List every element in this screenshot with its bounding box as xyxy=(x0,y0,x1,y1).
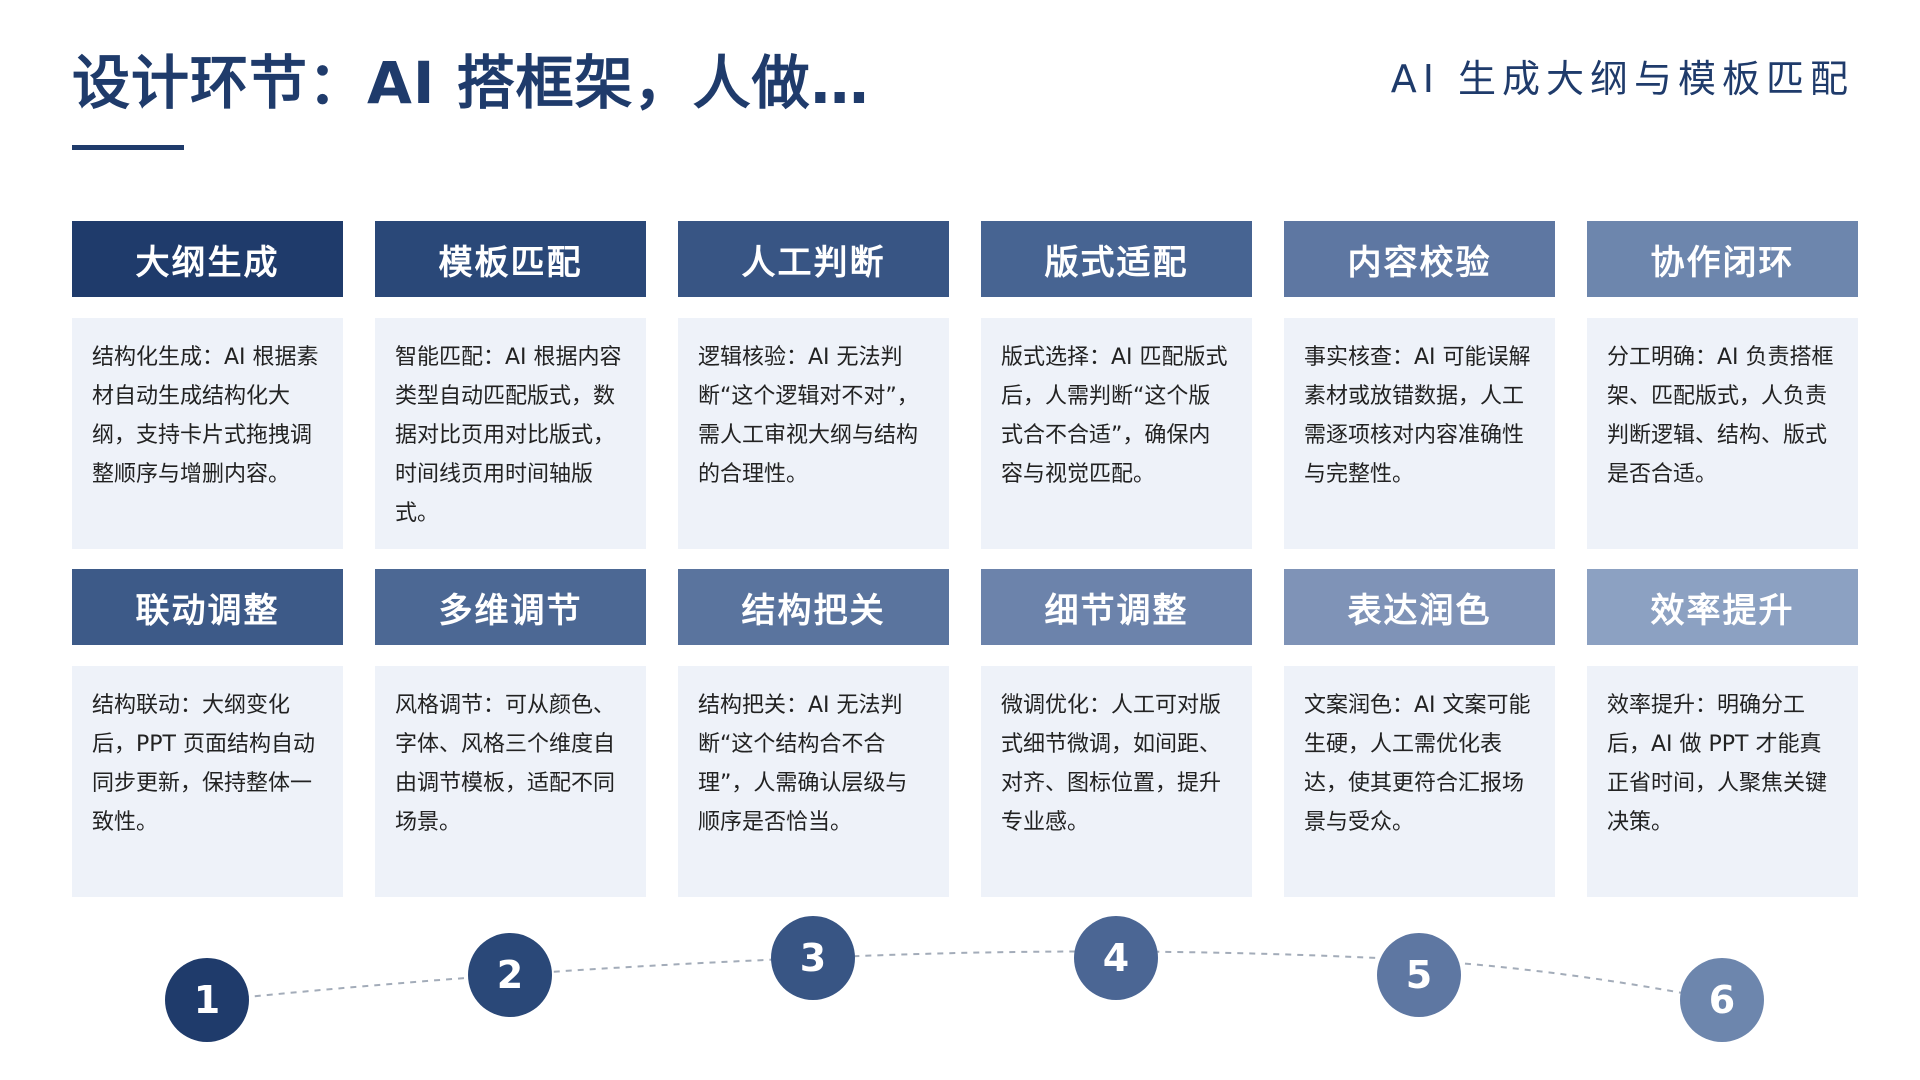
card-title: 效率提升 xyxy=(1587,569,1858,645)
step-card: 人工判断 逻辑核验：AI 无法判断“这个逻辑对不对”，需人工审视大纲与结构的合理… xyxy=(678,221,949,549)
card-text: 风格调节：可从颜色、字体、风格三个维度自由调节模板，适配不同场景。 xyxy=(375,666,646,897)
step-node-1: 1 xyxy=(165,958,249,1042)
step-card: 模板匹配 智能匹配：AI 根据内容类型自动匹配版式，数据对比页用对比版式，时间线… xyxy=(375,221,646,549)
step-node-3: 3 xyxy=(771,916,855,1000)
card-text: 智能匹配：AI 根据内容类型自动匹配版式，数据对比页用对比版式，时间线页用时间轴… xyxy=(375,318,646,549)
card-title: 协作闭环 xyxy=(1587,221,1858,297)
card-title: 表达润色 xyxy=(1284,569,1555,645)
step-card: 版式适配 版式选择：AI 匹配版式后，人需判断“这个版式合不合适”，确保内容与视… xyxy=(981,221,1252,549)
card-title: 联动调整 xyxy=(72,569,343,645)
card-title: 大纲生成 xyxy=(72,221,343,297)
card-title: 版式适配 xyxy=(981,221,1252,297)
step-card: 表达润色 文案润色：AI 文案可能生硬，人工需优化表达，使其更符合汇报场景与受众… xyxy=(1284,569,1555,897)
card-text: 结构把关：AI 无法判断“这个结构合不合理”，人需确认层级与顺序是否恰当。 xyxy=(678,666,949,897)
step-card: 协作闭环 分工明确：AI 负责搭框架、匹配版式，人负责判断逻辑、结构、版式是否合… xyxy=(1587,221,1858,549)
step-node-2: 2 xyxy=(468,933,552,1017)
step-card: 多维调节 风格调节：可从颜色、字体、风格三个维度自由调节模板，适配不同场景。 xyxy=(375,569,646,897)
step-node-4: 4 xyxy=(1074,916,1158,1000)
title-underline xyxy=(72,145,184,150)
card-text: 效率提升：明确分工后，AI 做 PPT 才能真正省时间，人聚焦关键决策。 xyxy=(1587,666,1858,897)
step-timeline: 1 2 3 4 5 6 xyxy=(0,900,1920,1060)
step-card: 效率提升 效率提升：明确分工后，AI 做 PPT 才能真正省时间，人聚焦关键决策… xyxy=(1587,569,1858,897)
card-title: 多维调节 xyxy=(375,569,646,645)
step-card: 大纲生成 结构化生成：AI 根据素材自动生成结构化大纲，支持卡片式拖拽调整顺序与… xyxy=(72,221,343,549)
card-text: 文案润色：AI 文案可能生硬，人工需优化表达，使其更符合汇报场景与受众。 xyxy=(1284,666,1555,897)
card-text: 版式选择：AI 匹配版式后，人需判断“这个版式合不合适”，确保内容与视觉匹配。 xyxy=(981,318,1252,549)
step-node-6: 6 xyxy=(1680,958,1764,1042)
step-card-grid: 大纲生成 结构化生成：AI 根据素材自动生成结构化大纲，支持卡片式拖拽调整顺序与… xyxy=(72,221,1858,917)
card-title: 模板匹配 xyxy=(375,221,646,297)
card-row-2: 联动调整 结构联动：大纲变化后，PPT 页面结构自动同步更新，保持整体一致性。 … xyxy=(72,569,1858,917)
page-subtitle: AI 生成大纲与模板匹配 xyxy=(1390,57,1854,101)
card-text: 结构联动：大纲变化后，PPT 页面结构自动同步更新，保持整体一致性。 xyxy=(72,666,343,897)
step-node-5: 5 xyxy=(1377,933,1461,1017)
page-title: 设计环节：AI 搭框架，人做… xyxy=(72,49,870,117)
card-title: 内容校验 xyxy=(1284,221,1555,297)
step-card: 内容校验 事实核查：AI 可能误解素材或放错数据，人工需逐项核对内容准确性与完整… xyxy=(1284,221,1555,549)
card-title: 结构把关 xyxy=(678,569,949,645)
card-text: 分工明确：AI 负责搭框架、匹配版式，人负责判断逻辑、结构、版式是否合适。 xyxy=(1587,318,1858,549)
card-row-1: 大纲生成 结构化生成：AI 根据素材自动生成结构化大纲，支持卡片式拖拽调整顺序与… xyxy=(72,221,1858,569)
step-card: 结构把关 结构把关：AI 无法判断“这个结构合不合理”，人需确认层级与顺序是否恰… xyxy=(678,569,949,897)
step-card: 联动调整 结构联动：大纲变化后，PPT 页面结构自动同步更新，保持整体一致性。 xyxy=(72,569,343,897)
card-title: 人工判断 xyxy=(678,221,949,297)
card-text: 事实核查：AI 可能误解素材或放错数据，人工需逐项核对内容准确性与完整性。 xyxy=(1284,318,1555,549)
card-text: 微调优化：人工可对版式细节微调，如间距、对齐、图标位置，提升专业感。 xyxy=(981,666,1252,897)
timeline-connector xyxy=(206,950,1725,1002)
card-text: 逻辑核验：AI 无法判断“这个逻辑对不对”，需人工审视大纲与结构的合理性。 xyxy=(678,318,949,549)
card-title: 细节调整 xyxy=(981,569,1252,645)
step-card: 细节调整 微调优化：人工可对版式细节微调，如间距、对齐、图标位置，提升专业感。 xyxy=(981,569,1252,897)
card-text: 结构化生成：AI 根据素材自动生成结构化大纲，支持卡片式拖拽调整顺序与增删内容。 xyxy=(72,318,343,549)
